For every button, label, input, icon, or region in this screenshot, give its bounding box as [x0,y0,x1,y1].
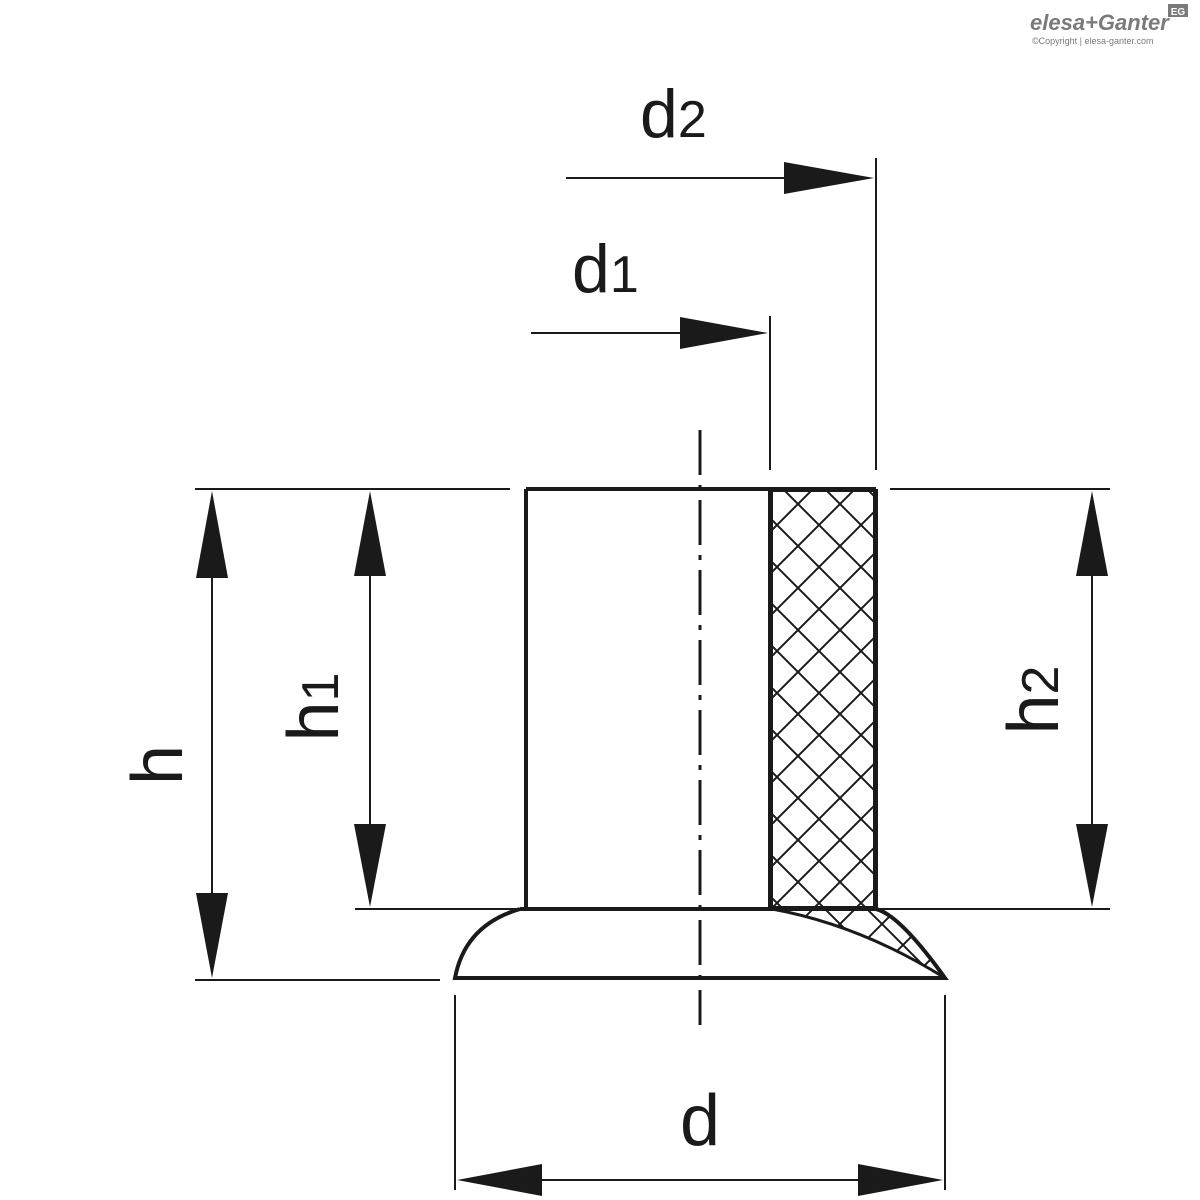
h2-label: h2 [994,666,1074,735]
extension-lines [195,158,1110,1190]
hatched-wall-outline [771,490,875,908]
logo-copyright-text: ©Copyright | elesa-ganter.com [1032,36,1154,46]
h-arrowhead-bottom [196,893,228,978]
d-arrowhead-left [457,1164,542,1196]
d2-arrowhead [784,162,874,194]
d-arrowhead-right [858,1164,943,1196]
dimension-d: d [457,1081,943,1196]
d1-label: d1 [572,231,639,307]
dimension-h2: h2 [994,491,1108,907]
logo-brand-text: elesa+Ganter [1030,10,1170,35]
logo-badge-text: EG [1171,7,1186,18]
dimension-h: h [118,491,228,978]
flange-base [452,907,949,980]
logo-badge [1168,4,1188,17]
dimension-d2: d2 [566,76,874,194]
part-body [520,487,878,911]
h1-arrowhead-bottom [354,824,386,907]
dimension-h1: h1 [274,491,386,907]
dimension-d1: d1 [531,231,768,349]
flange-hatched-section [771,908,946,979]
hatched-wall-section [772,491,874,907]
h-arrowhead-top [196,491,228,578]
h1-label: h1 [274,673,354,742]
h2-arrowhead-bottom [1076,824,1108,907]
d-label: d [680,1081,720,1161]
d2-label: d2 [640,76,707,152]
d1-arrowhead [680,317,768,349]
h1-arrowhead-top [354,491,386,576]
h-label: h [118,745,198,785]
brand-logo: elesa+Ganter EG ©Copyright | elesa-gante… [1030,4,1188,46]
flange-inner-curve [771,907,946,980]
h2-arrowhead-top [1076,491,1108,576]
